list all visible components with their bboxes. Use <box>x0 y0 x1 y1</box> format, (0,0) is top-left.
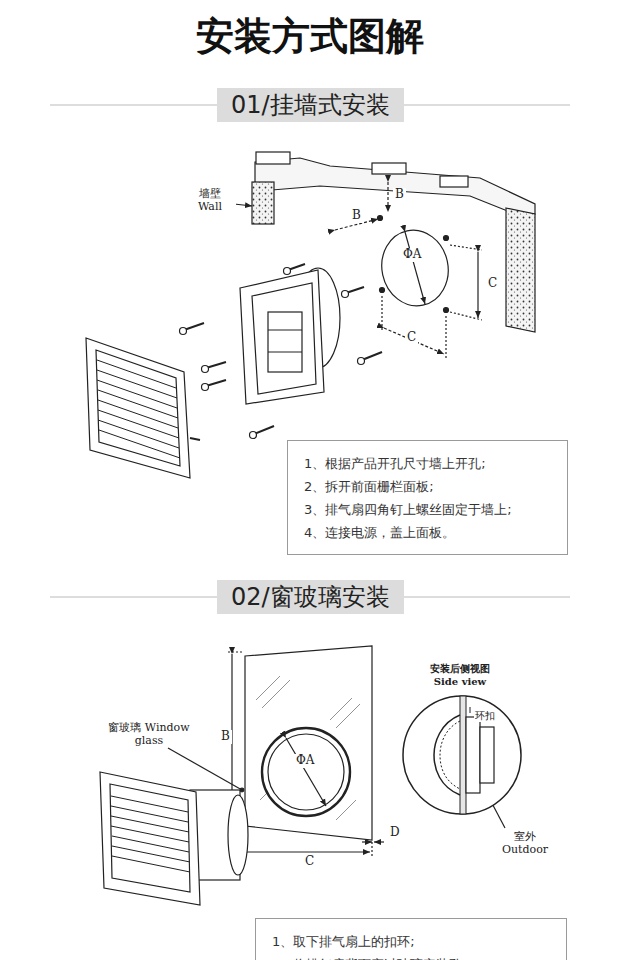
side-view-callout: 安装后侧视图 Side view 环扣 <box>400 662 525 817</box>
dimension-label: C <box>303 855 316 869</box>
dimension-label: C <box>486 277 499 291</box>
instruction-box: 1、根据产品开孔尺寸墙上开孔;2、拆开前面栅栏面板;3、排气扇四角钉上螺丝固定于… <box>287 440 568 555</box>
dimension-label: ΦA <box>294 754 317 768</box>
instruction-box: 1、取下排气扇上的扣环;2、将排气扇背面穿过玻璃安装孔 <box>255 918 567 960</box>
instruction-step: 1、根据产品开孔尺寸墙上开孔; <box>304 452 551 475</box>
instruction-step: 1、取下排气扇上的扣环; <box>272 930 550 953</box>
dimension-label: B <box>350 209 363 223</box>
section-header: 02/窗玻璃安装 <box>217 580 404 614</box>
instruction-step: 2、拆开前面栅栏面板; <box>304 475 551 498</box>
section-title: 02/窗玻璃安装 <box>231 584 390 610</box>
part-label: 窗玻璃 Window glass <box>106 722 192 747</box>
section-title: 01/挂墙式安装 <box>231 92 390 118</box>
page-title: 安装方式图解 <box>0 14 620 60</box>
part-label: 墙壁 Wall <box>184 188 236 213</box>
instruction-step: 3、排气扇四角钉上螺丝固定于墙上; <box>304 498 551 521</box>
instruction-step: 4、连接电源，盖上面板。 <box>304 521 551 544</box>
dimension-label: B <box>219 730 232 744</box>
dimension-label: C <box>405 331 418 345</box>
dimension-label: ΦA <box>401 248 424 262</box>
side-view-heading: 安装后侧视图 Side view <box>420 662 500 688</box>
section-header: 01/挂墙式安装 <box>217 88 404 122</box>
part-label: 环扣 <box>474 710 496 722</box>
wall-figure <box>86 152 535 478</box>
part-label: 室外 Outdoor <box>498 831 552 856</box>
side-view-circle <box>400 693 524 817</box>
instruction-step: 2、将排气扇背面穿过玻璃安装孔 <box>272 953 550 960</box>
dimension-label: B <box>393 188 406 202</box>
dimension-label: D <box>388 826 402 840</box>
